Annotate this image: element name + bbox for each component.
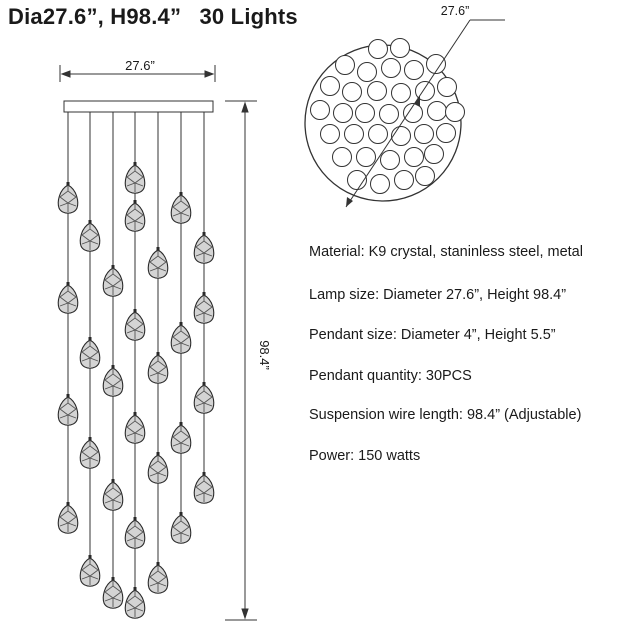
crystal-pendant bbox=[193, 472, 215, 504]
top-view-pendant-circle bbox=[391, 83, 411, 103]
top-view-pendant-circle bbox=[436, 123, 456, 143]
crystal-pendant bbox=[193, 382, 215, 414]
crystal-pendants bbox=[57, 162, 215, 619]
crystal-pendant bbox=[170, 192, 192, 224]
crystal-pendant bbox=[124, 517, 146, 549]
top-view-pendant-circle bbox=[368, 39, 388, 59]
top-view-pendant-circle bbox=[320, 76, 340, 96]
spec-wire-length-value: 98.4” (Adjustable) bbox=[466, 407, 582, 423]
total-height-dimension bbox=[225, 100, 257, 621]
top-view-pendant-circle bbox=[394, 170, 414, 190]
top-view-pendant-circle bbox=[333, 103, 353, 123]
top-view-pendant-circle bbox=[426, 54, 446, 74]
top-view-pendant-circle bbox=[335, 55, 355, 75]
top-view-pendant-circle bbox=[357, 62, 377, 82]
crystal-pendant bbox=[102, 365, 124, 397]
top-view-pendant-circle bbox=[342, 82, 362, 102]
crystal-pendant bbox=[147, 452, 169, 484]
top-view-pendant-circle bbox=[379, 104, 399, 124]
top-view bbox=[304, 19, 505, 208]
spec-power: Power:150 watts bbox=[309, 448, 420, 464]
spec-pendant-quantity-value: 30PCS bbox=[425, 368, 472, 384]
spec-pendant-size-value: Diameter 4”, Height 5.5” bbox=[400, 327, 556, 343]
top-view-pendants bbox=[310, 38, 465, 194]
top-view-pendant-circle bbox=[310, 100, 330, 120]
top-view-pendant-circle bbox=[424, 144, 444, 164]
crystal-pendant bbox=[170, 422, 192, 454]
spec-lamp-size-value: Diameter 27.6”, Height 98.4” bbox=[383, 287, 567, 303]
top-view-pendant-circle bbox=[380, 150, 400, 170]
top-view-pendant-circle bbox=[391, 126, 411, 146]
top-view-pendant-circle bbox=[414, 124, 434, 144]
top-view-pendant-circle bbox=[344, 124, 364, 144]
crystal-pendant bbox=[102, 479, 124, 511]
spec-material: Material:K9 crystal, staninless steel, m… bbox=[309, 244, 583, 260]
crystal-pendant bbox=[193, 292, 215, 324]
top-view-pendant-circle bbox=[403, 103, 423, 123]
top-view-diameter-line bbox=[345, 19, 471, 208]
crystal-pendant bbox=[79, 437, 101, 469]
canopy-width-dimension bbox=[59, 65, 216, 82]
spec-power-value: 150 watts bbox=[358, 448, 421, 464]
top-view-pendant-circle bbox=[355, 103, 375, 123]
top-view-pendant-circle bbox=[320, 124, 340, 144]
product-title: Dia27.6”, H98.4” 30 Lights bbox=[8, 4, 298, 30]
total-height-label: 98.4” bbox=[257, 340, 272, 370]
crystal-pendant bbox=[102, 577, 124, 609]
top-view-pendant-circle bbox=[415, 166, 435, 186]
top-view-pendant-circle bbox=[445, 102, 465, 122]
spec-pendant-quantity: Pendant quantity:30PCS bbox=[309, 368, 472, 384]
crystal-pendant bbox=[170, 322, 192, 354]
top-view-diameter-label: 27.6” bbox=[441, 4, 470, 18]
top-view-pendant-circle bbox=[404, 147, 424, 167]
top-view-pendant-circle bbox=[427, 101, 447, 121]
spec-wire-length-label: Suspension wire length: bbox=[309, 407, 463, 423]
top-view-pendant-circle bbox=[356, 147, 376, 167]
crystal-pendant bbox=[124, 162, 146, 194]
ceiling-canopy bbox=[63, 100, 214, 113]
spec-material-label: Material: bbox=[309, 244, 365, 260]
crystal-pendant bbox=[79, 337, 101, 369]
top-view-pendant-circle bbox=[367, 81, 387, 101]
top-view-arrow-top bbox=[414, 96, 420, 107]
crystal-pendant bbox=[124, 309, 146, 341]
crystal-pendant bbox=[57, 182, 79, 214]
crystal-pendant bbox=[170, 512, 192, 544]
top-view-pendant-circle bbox=[437, 77, 457, 97]
crystal-pendant bbox=[57, 502, 79, 534]
top-view-pendant-circle bbox=[404, 60, 424, 80]
crystal-pendant bbox=[79, 555, 101, 587]
top-view-pendant-circle bbox=[332, 147, 352, 167]
spec-material-value: K9 crystal, staninless steel, metal bbox=[368, 244, 583, 260]
spec-power-label: Power: bbox=[309, 448, 355, 464]
crystal-pendant bbox=[57, 394, 79, 426]
crystal-pendant bbox=[193, 232, 215, 264]
crystal-pendant bbox=[147, 247, 169, 279]
crystal-pendant bbox=[147, 562, 169, 594]
spec-lamp-size: Lamp size:Diameter 27.6”, Height 98.4” bbox=[309, 287, 566, 303]
spec-lamp-size-label: Lamp size: bbox=[309, 287, 380, 303]
top-view-arrow-bottom bbox=[346, 197, 353, 207]
top-view-pendant-circle bbox=[368, 124, 388, 144]
top-view-pendant-circle bbox=[370, 174, 390, 194]
crystal-pendant bbox=[57, 282, 79, 314]
spec-wire-length: Suspension wire length:98.4” (Adjustable… bbox=[309, 407, 581, 423]
crystal-pendant bbox=[102, 265, 124, 297]
canopy-width-label: 27.6” bbox=[125, 58, 155, 73]
spec-pendant-quantity-label: Pendant quantity: bbox=[309, 368, 422, 384]
crystal-pendant bbox=[124, 412, 146, 444]
crystal-pendant bbox=[124, 200, 146, 232]
top-view-pendant-circle bbox=[347, 170, 367, 190]
spec-pendant-size-label: Pendant size: bbox=[309, 327, 397, 343]
title-height: H98.4” bbox=[110, 4, 182, 29]
title-diameter: Dia27.6”, bbox=[8, 4, 104, 29]
top-view-pendant-circle bbox=[390, 38, 410, 58]
crystal-pendant bbox=[124, 587, 146, 619]
title-lights: 30 Lights bbox=[199, 4, 298, 29]
spec-pendant-size: Pendant size:Diameter 4”, Height 5.5” bbox=[309, 327, 556, 343]
crystal-pendant bbox=[79, 220, 101, 252]
top-view-pendant-circle bbox=[381, 58, 401, 78]
crystal-pendant bbox=[147, 352, 169, 384]
